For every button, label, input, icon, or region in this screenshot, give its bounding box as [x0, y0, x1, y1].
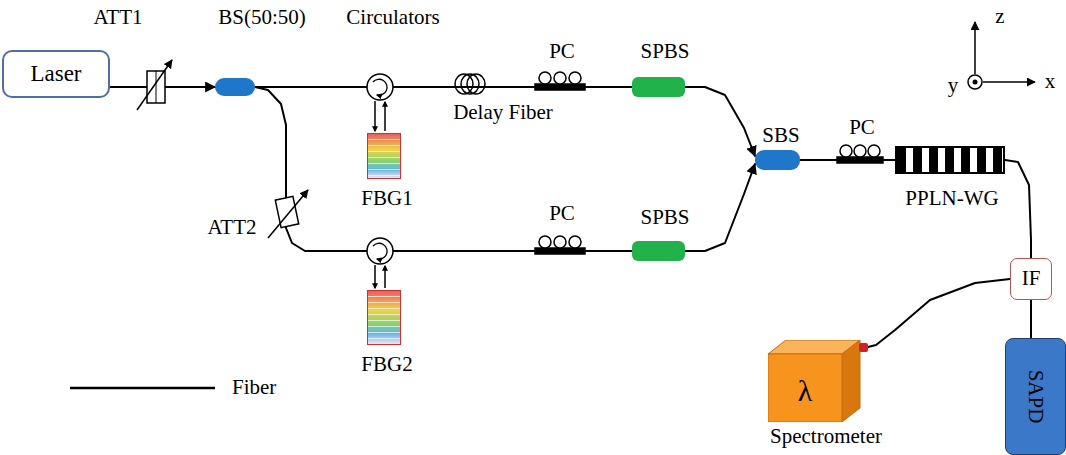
circulator-symbol: [367, 74, 393, 131]
filter-box: IF: [1010, 258, 1052, 300]
node-label: SPBS: [640, 40, 689, 63]
fiber-connector: [685, 87, 755, 156]
fiber-bragg-grating: FBG2: [367, 290, 401, 345]
polarization-beam-splitter: SPBS: [632, 77, 685, 97]
polarization-controller: [535, 236, 585, 254]
node-text: SAPD: [1024, 370, 1047, 424]
beam-splitter: SBS: [755, 150, 800, 170]
attenuator-symbol: [268, 190, 308, 238]
fiber-coil: [455, 74, 485, 94]
node-text: IF: [1022, 267, 1041, 290]
node-label: Spectrometer: [770, 425, 882, 448]
fiber-connector: [255, 87, 632, 251]
detector-box: SAPD: [1005, 338, 1066, 455]
part-label: PC: [549, 40, 575, 63]
fiber-bragg-grating: FBG1: [367, 133, 401, 179]
node-label: SPBS: [640, 206, 689, 229]
node-label: FBG1: [361, 187, 412, 210]
part-label: Circulators: [346, 6, 439, 29]
polarization-controller: [535, 72, 585, 90]
spectrometer: λSpectrometer: [768, 340, 868, 422]
part-label: z: [995, 5, 1004, 28]
fiber-connector: [685, 164, 755, 251]
node-label: BS(50:50): [218, 6, 306, 29]
node-text: Laser: [30, 61, 81, 86]
node-label: λ: [798, 374, 813, 407]
part-label: ATT2: [208, 216, 257, 239]
circulator-symbol: [367, 238, 393, 288]
fiber-connector: [1005, 160, 1031, 258]
laser-box: Laser: [2, 50, 110, 98]
part-label: ATT1: [94, 6, 143, 29]
node-label: SBS: [762, 124, 799, 147]
node-label: FBG2: [361, 353, 412, 376]
node-label: PPLN-WG: [905, 187, 998, 210]
part-label: Delay Fiber: [453, 101, 553, 124]
fiber-connector: [868, 279, 1010, 347]
ppln-waveguide: PPLN-WG: [895, 146, 1005, 174]
part-label: PC: [849, 116, 875, 139]
beam-splitter: BS(50:50): [215, 78, 255, 96]
part-label: x: [1045, 70, 1056, 93]
fiber-connector: [1030, 300, 1032, 338]
legend-line: [70, 387, 215, 390]
attenuator-symbol: [137, 60, 172, 110]
polarization-beam-splitter: SPBS: [632, 241, 685, 261]
polarization-controller: [837, 145, 883, 163]
spectrometer-cube: [768, 340, 868, 422]
part-label: y: [948, 74, 959, 97]
legend-text: Fiber: [232, 376, 276, 399]
coordinate-axes: [968, 22, 1035, 89]
part-label: PC: [549, 202, 575, 225]
